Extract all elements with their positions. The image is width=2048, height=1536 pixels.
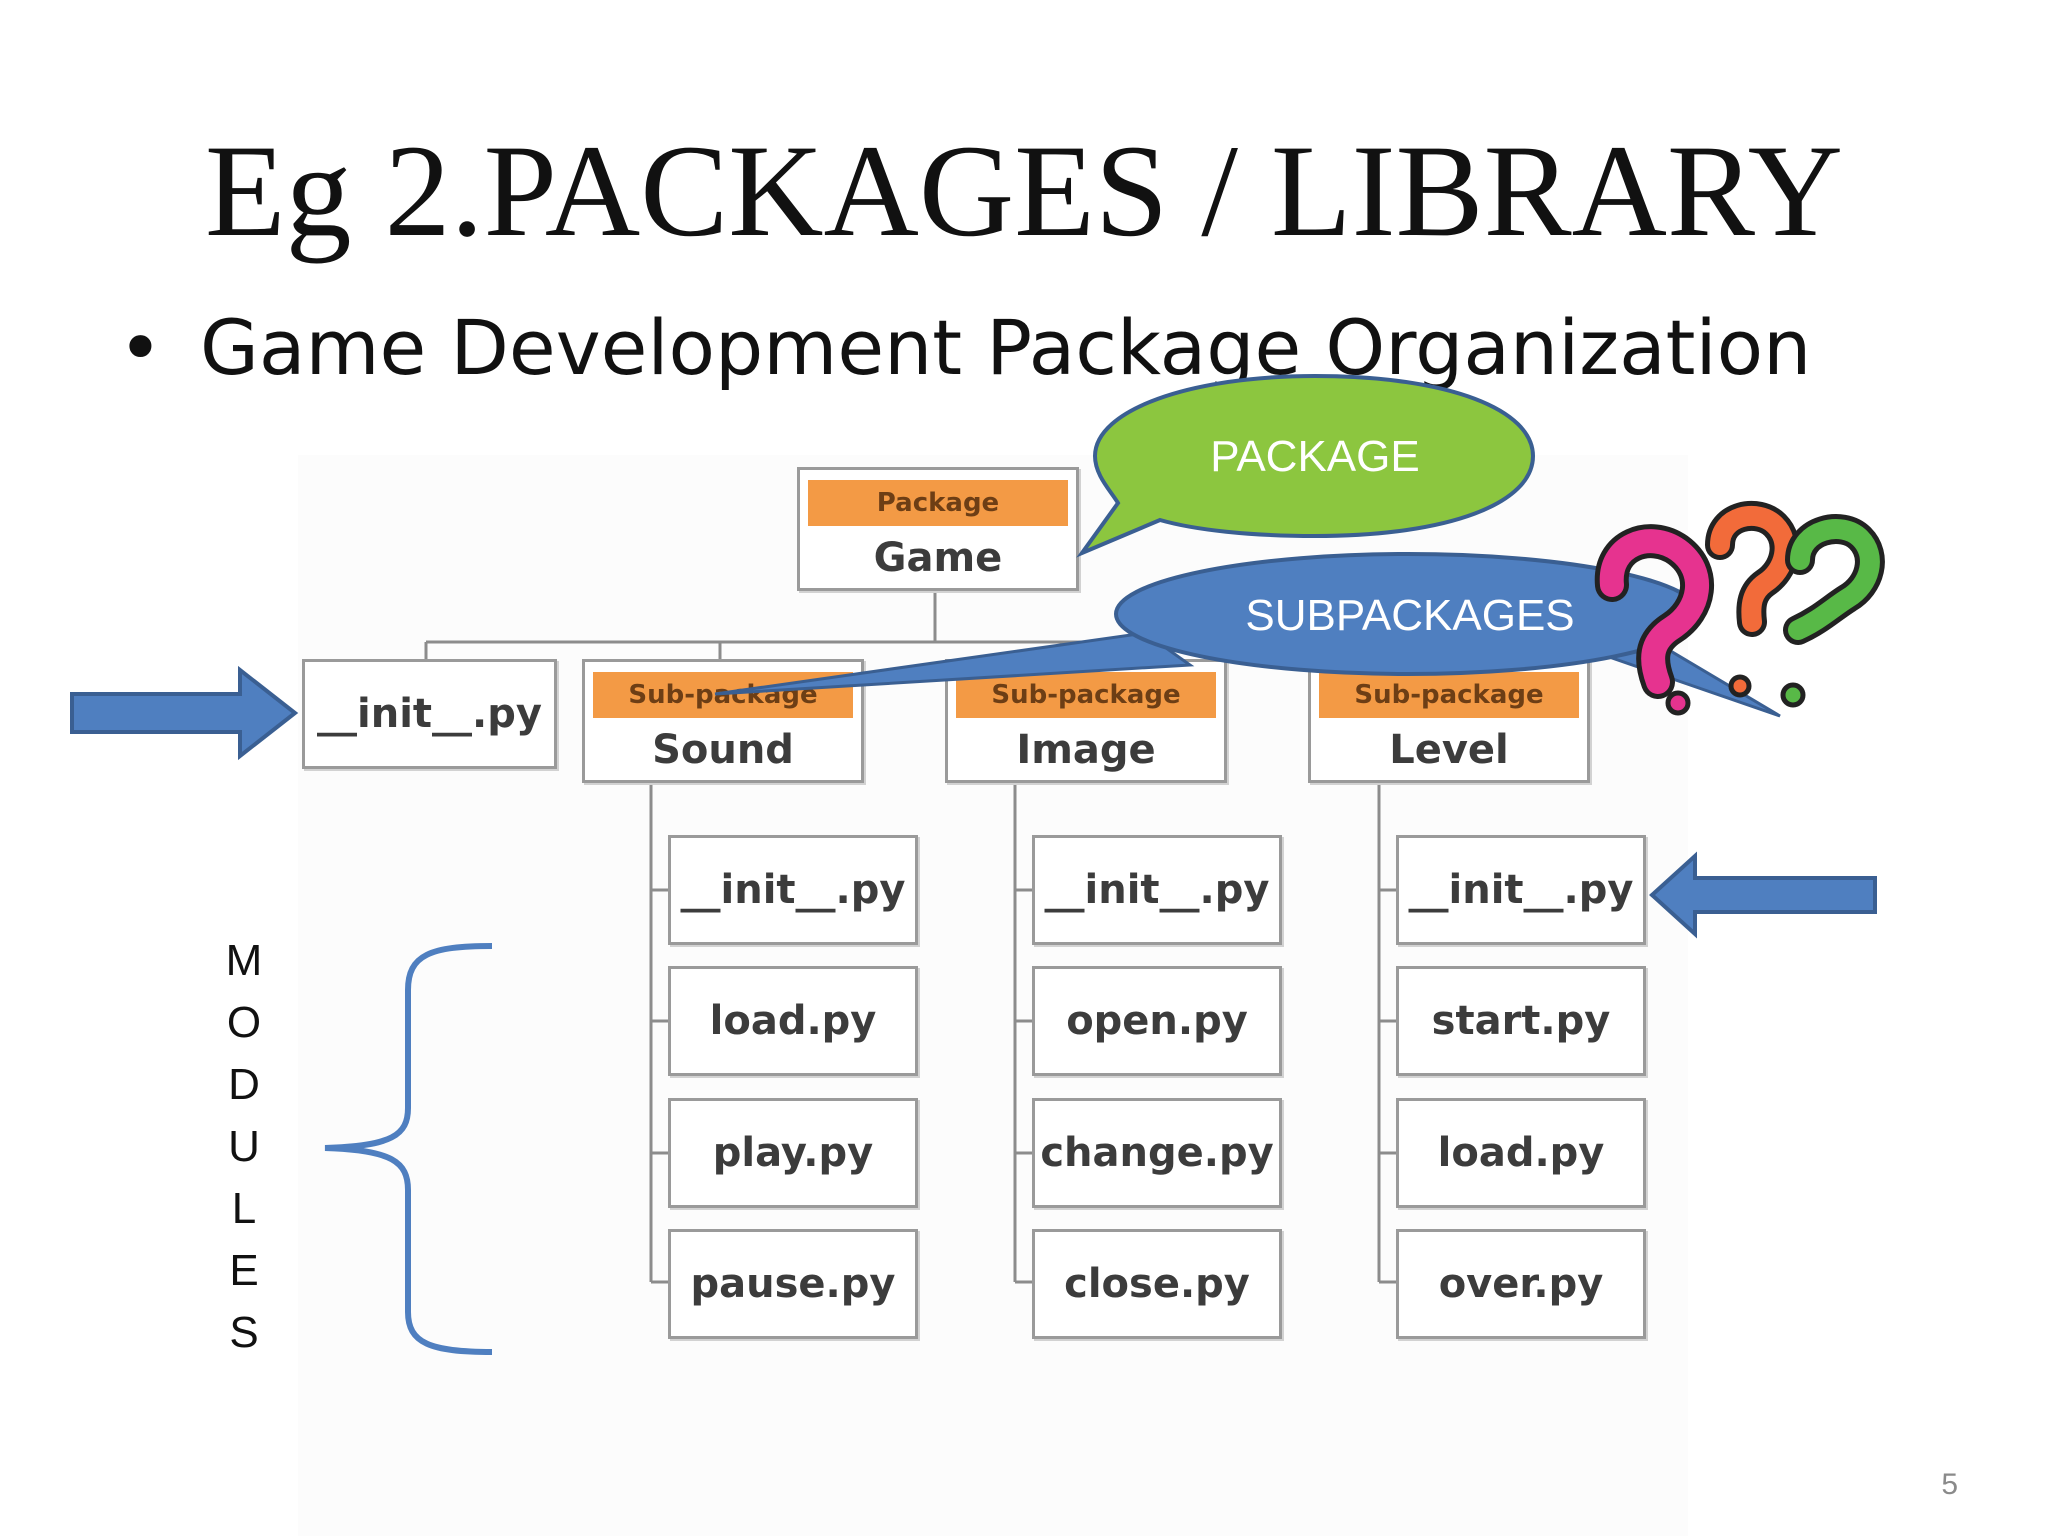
module-file: open.py — [1032, 966, 1282, 1076]
modules-letter: M — [225, 936, 263, 985]
right-arrow-icon — [70, 665, 299, 761]
modules-letter: E — [229, 1246, 259, 1295]
root-init-file: __init__.py — [302, 659, 557, 769]
bullet-item: •Game Development Package Organization — [118, 310, 1811, 386]
module-file: __init__.py — [1032, 835, 1282, 945]
modules-letter: L — [231, 1184, 257, 1233]
module-file: pause.py — [668, 1229, 918, 1339]
module-file: __init__.py — [1396, 835, 1646, 945]
module-file: play.py — [668, 1098, 918, 1208]
module-file: close.py — [1032, 1229, 1282, 1339]
package-game-box: Package Game — [797, 467, 1079, 591]
question-marks-icon — [1594, 501, 1885, 716]
modules-letter: U — [228, 1122, 260, 1171]
modules-letter: O — [226, 998, 262, 1047]
bullet-text: Game Development Package Organization — [200, 303, 1812, 392]
module-file: __init__.py — [668, 835, 918, 945]
subpackage-name: Sound — [652, 727, 794, 773]
module-file: load.py — [1396, 1098, 1646, 1208]
module-file: over.py — [1396, 1229, 1646, 1339]
left-arrow-icon — [1649, 851, 1877, 939]
modules-letter: D — [228, 1060, 260, 1109]
subpackages-callout-label: SUBPACKAGES — [1245, 591, 1575, 640]
modules-letter: S — [229, 1308, 259, 1357]
package-callout-bubble — [1076, 373, 1536, 558]
bullet-dot: • — [118, 303, 163, 392]
slide-title: Eg 2.PACKAGES / LIBRARY — [204, 117, 1844, 264]
curly-brace-icon — [324, 943, 493, 1355]
package-callout-label: PACKAGE — [1210, 432, 1420, 481]
subpackage-name: Image — [1016, 727, 1156, 773]
modules-vertical-label: M O D U L E S — [214, 930, 274, 1364]
package-name: Game — [873, 535, 1003, 581]
slide-number: 5 — [1941, 1468, 1958, 1501]
subpackage-tag: Sub-package — [956, 672, 1216, 718]
subpackages-pointer-left — [714, 631, 1195, 696]
package-tag: Package — [808, 480, 1068, 526]
module-file: load.py — [668, 966, 918, 1076]
module-file: change.py — [1032, 1098, 1282, 1208]
subpackage-tag: Sub-package — [1319, 672, 1579, 718]
subpackage-name: Level — [1389, 727, 1509, 773]
module-file: start.py — [1396, 966, 1646, 1076]
